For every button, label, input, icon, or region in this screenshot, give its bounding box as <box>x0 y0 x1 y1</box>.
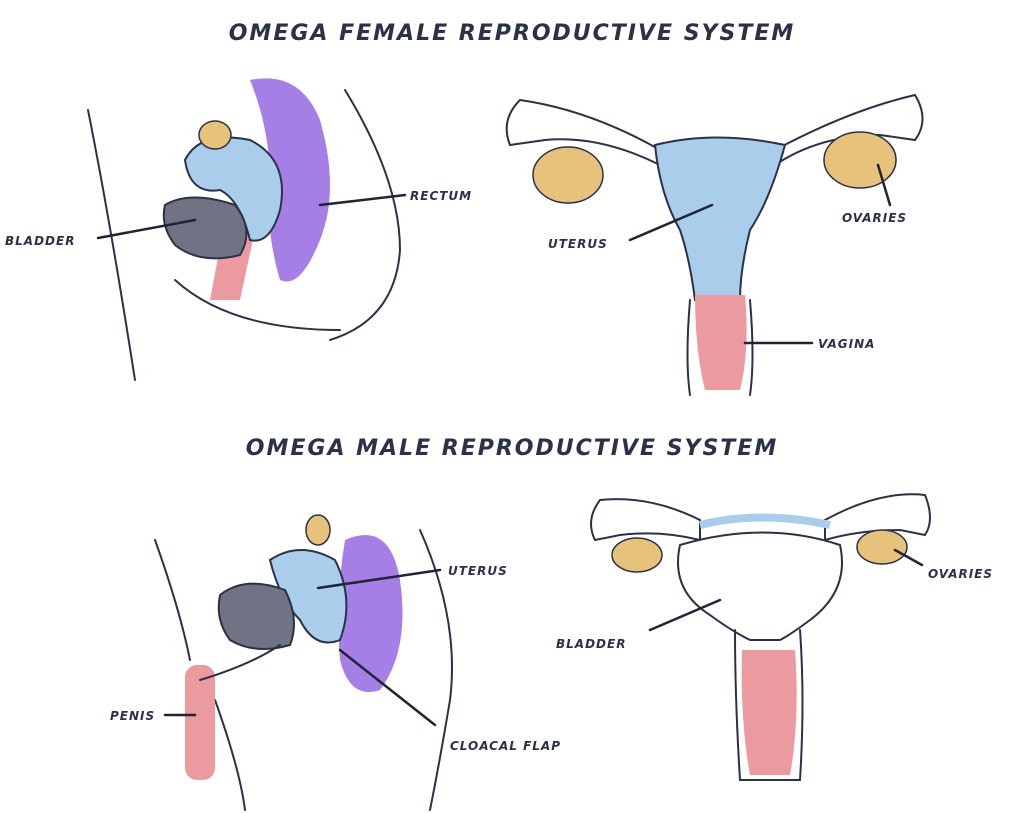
label-cloacal-flap: CLOACAL FLAP <box>450 739 561 753</box>
body-outline <box>174 279 341 331</box>
female-front-view: UTERUS OVARIES VAGINA <box>505 93 924 396</box>
body-outline <box>329 89 402 341</box>
label-ovaries-female: OVARIES <box>842 211 907 225</box>
ovaries-leader-line <box>893 548 924 567</box>
ovaries-leader-line <box>876 163 892 207</box>
label-bladder-male: BLADDER <box>556 637 626 651</box>
bladder-leader-line <box>96 218 197 240</box>
body-outline <box>154 539 191 661</box>
uterus-shape <box>653 136 787 301</box>
male-side-view: UTERUS PENIS CLOACAL FLAP <box>110 514 561 811</box>
rectum-leader-line <box>318 193 407 207</box>
bladder-leader-line <box>648 598 722 632</box>
vagina-shape <box>695 295 747 390</box>
penis-shape <box>185 665 215 780</box>
fallopian-tube <box>505 98 661 167</box>
ovary-shape <box>305 514 331 546</box>
rectum-shape <box>250 78 330 282</box>
ovary-right <box>823 131 897 189</box>
body-outline <box>87 109 136 381</box>
penis-shape <box>741 650 797 775</box>
fallopian-tube <box>590 498 701 542</box>
label-ovaries-male: OVARIES <box>928 567 993 581</box>
label-penis: PENIS <box>110 709 155 723</box>
ovary-left <box>611 537 663 573</box>
urethra-line <box>199 644 281 681</box>
ovary-shape <box>198 120 232 150</box>
uterus-shape <box>183 136 283 242</box>
fallopian-tube <box>824 493 931 542</box>
female-title: OMEGA FEMALE REPRODUCTIVE SYSTEM <box>229 21 796 46</box>
vagina-outline <box>686 299 754 396</box>
bladder-shape <box>217 582 295 650</box>
label-rectum: RECTUM <box>410 189 472 203</box>
bladder-shape <box>677 531 843 641</box>
female-side-view: BLADDER RECTUM <box>5 78 472 381</box>
body-outline <box>214 699 246 811</box>
uterus-band <box>699 513 831 529</box>
penis-outline <box>734 629 804 781</box>
cloacal-flap-leader-line <box>338 648 437 727</box>
body-outline <box>419 529 453 811</box>
ovary-left <box>532 146 604 204</box>
uterus-leader-line <box>628 203 714 242</box>
ovary-right <box>856 529 908 565</box>
rectum-shape <box>338 535 403 692</box>
label-bladder: BLADDER <box>5 234 75 248</box>
label-uterus-female: UTERUS <box>548 237 608 251</box>
bladder-shape <box>162 196 248 260</box>
label-uterus-male: UTERUS <box>448 564 508 578</box>
male-title: OMEGA MALE REPRODUCTIVE SYSTEM <box>246 436 778 461</box>
fallopian-tube <box>774 93 924 167</box>
male-front-view: BLADDER OVARIES <box>556 493 993 781</box>
label-vagina: VAGINA <box>818 337 875 351</box>
uterus-leader-line <box>316 568 442 590</box>
